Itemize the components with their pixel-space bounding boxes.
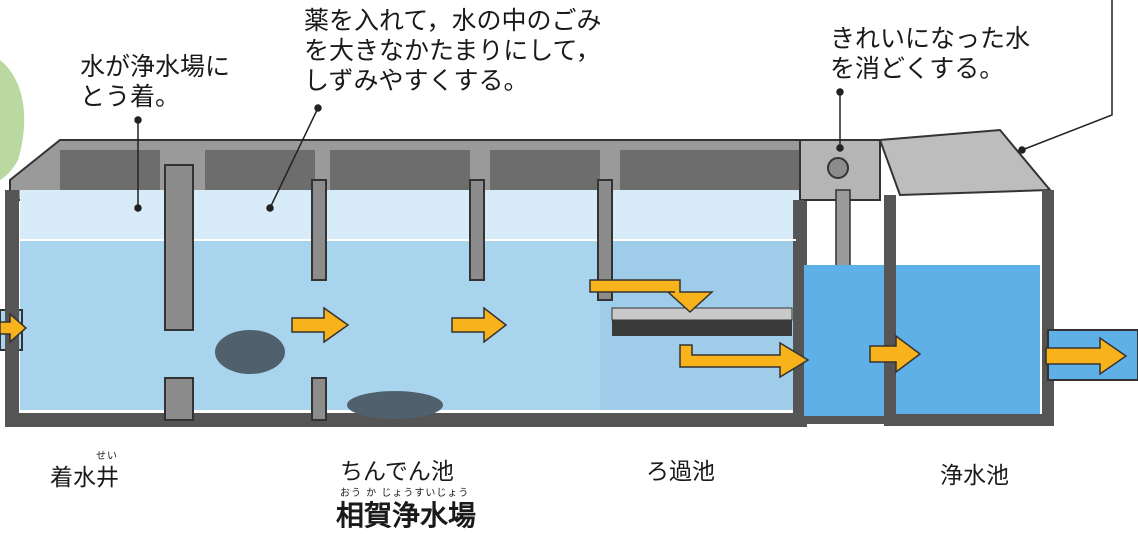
annotation-disinfect: きれいになった水 を消どくする。	[830, 24, 1030, 84]
sludge-clump-2	[347, 391, 443, 419]
back-wall-3	[330, 150, 470, 190]
annotation-arrival: 水が浄水場に とう着。	[80, 52, 230, 112]
back-wall-1	[60, 150, 160, 190]
arrow-outlet	[1045, 336, 1128, 376]
upper-water-band	[20, 190, 800, 240]
caption-clean-water-basin: 浄水池	[940, 463, 1009, 489]
foliage-decoration	[0, 60, 25, 180]
annotation-chemical: 薬を入れて，水の中のごみ を大きなかたまりにして， しずみやすくする。	[304, 6, 602, 96]
arrow-filter-out	[679, 341, 810, 379]
arrow-settling-2	[451, 306, 508, 344]
clean-basin-wall	[884, 190, 1054, 426]
flow-arrows	[0, 279, 1128, 379]
annotation-arrival-line-2: とう着。	[80, 82, 181, 111]
partition-4	[597, 179, 613, 301]
clean-basin-inner-wall	[796, 200, 885, 424]
arrow-to-clean	[869, 334, 922, 374]
partition-1	[164, 164, 194, 331]
annotation-chemical-line-3: しずみやすくする。	[304, 66, 529, 95]
partition-2	[311, 179, 327, 281]
leader-lines	[134, 0, 1113, 212]
caption-receiving-well: 着水井	[50, 465, 119, 491]
back-wall-5	[620, 150, 800, 190]
receiving-well-ruby: せい	[96, 451, 118, 462]
filter-charcoal-layer	[612, 320, 792, 336]
caption-filter-basin: ろ過池	[646, 459, 715, 485]
filter-sand-layer	[611, 307, 793, 321]
partition-3	[469, 179, 485, 281]
annotation-disinfect-line-2: を消どくする。	[830, 54, 1005, 83]
annotation-chemical-line-1: 薬を入れて，水の中のごみ	[304, 6, 602, 35]
annotation-arrival-line-1: 水が浄水場に	[80, 52, 231, 81]
annotation-chemical-line-2: を大きなかたまりにして，	[304, 36, 601, 65]
partition-2-low	[311, 377, 327, 421]
faucet-icon	[827, 157, 849, 179]
clean-basin-water	[800, 265, 1040, 420]
partition-1-low	[164, 377, 194, 421]
back-wall-4	[490, 150, 600, 190]
page-title: 相賀浄水場	[336, 499, 477, 532]
caption-settling-basin: ちんでん池	[340, 459, 454, 485]
sludge-clump-1	[215, 330, 285, 374]
arrow-settling-1	[291, 306, 350, 344]
arrow-inlet	[0, 312, 28, 344]
title-ruby: おう か じょうすいじょう	[340, 488, 470, 499]
arrow-filter-in	[589, 279, 714, 314]
back-wall-2	[205, 150, 315, 190]
clean-basin-top	[878, 128, 1053, 197]
annotation-disinfect-line-1: きれいになった水	[830, 24, 1031, 53]
